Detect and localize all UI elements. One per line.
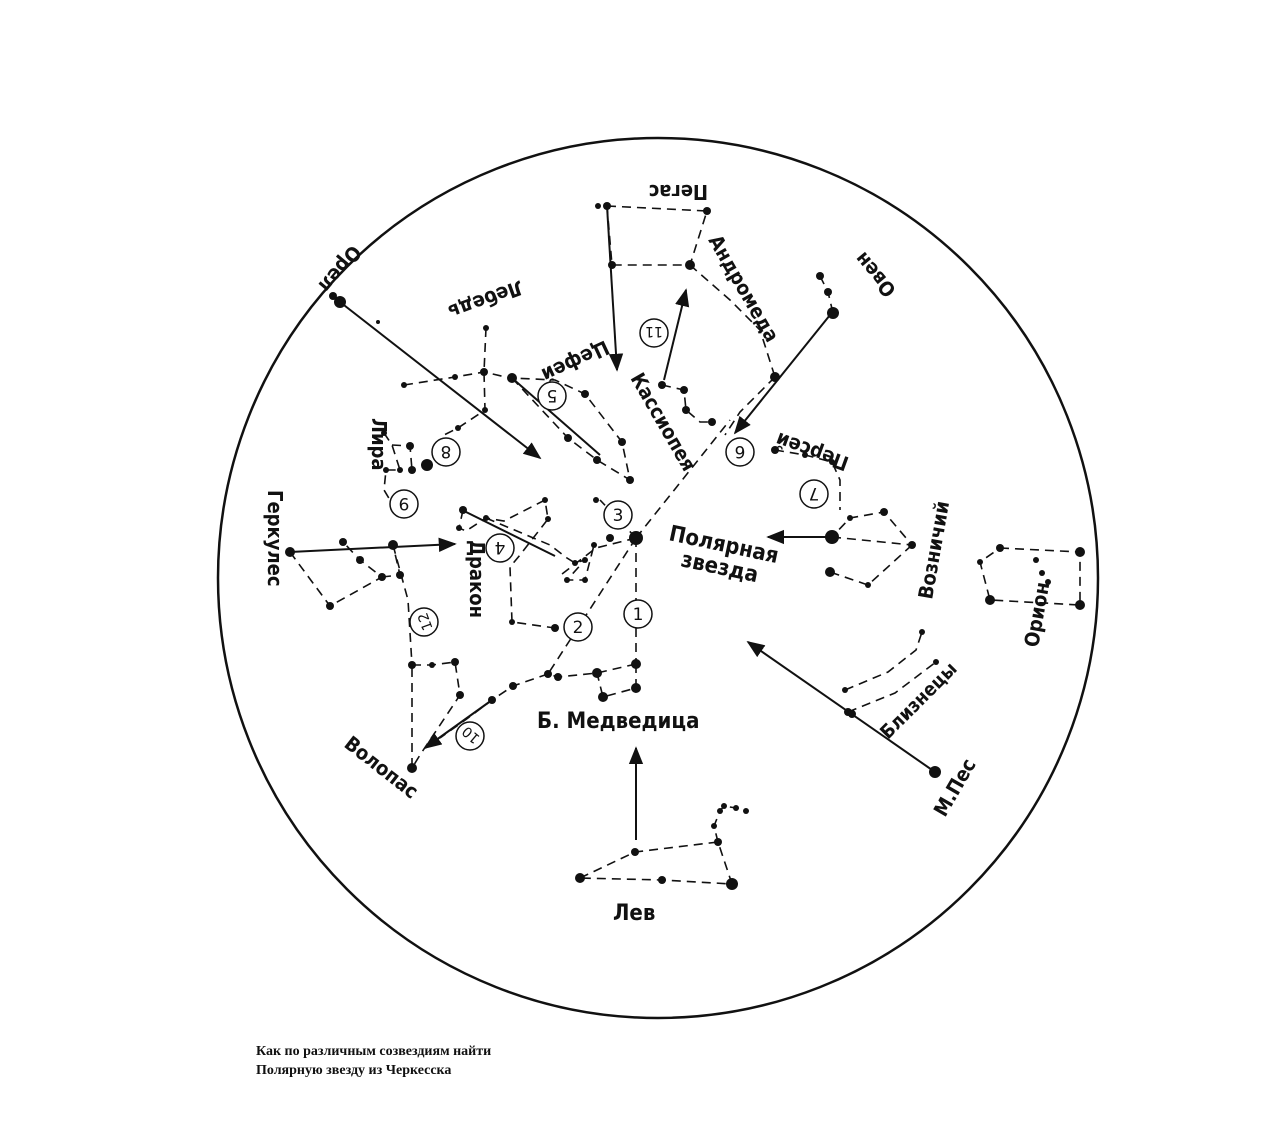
constellation-labels: Полярная звезда Б. Медведица Лев Волопас… [263,180,1054,926]
label-pegasus: Пегас [649,180,708,204]
svg-text:12: 12 [415,610,436,632]
label-orion: Орион [1019,580,1054,649]
route-1: 1 [623,599,653,629]
route-11: 11 [639,318,669,348]
svg-text:7: 7 [809,483,820,503]
route-9: 9 [389,489,419,519]
figure-caption: Как по различным созвездиям найти Полярн… [256,1042,491,1080]
label-leo: Лев [613,901,655,926]
route-10: 10 [455,721,485,751]
route-markers: 1 2 3 4 5 6 7 8 9 10 11 12 [389,318,829,751]
route-2: 2 [563,612,593,642]
label-cepheus: Цефей [538,335,613,387]
svg-text:1: 1 [633,605,644,625]
label-hercules: Геркулес [263,490,287,587]
svg-text:2: 2 [573,618,584,638]
label-auriga: Возничий [913,499,954,601]
svg-text:5: 5 [547,385,558,405]
label-canis-minor: М.Пес [929,754,981,820]
stars [285,202,1085,890]
label-aquila: Орел [314,241,367,297]
caption-line-1: Как по различным созвездиям найти [256,1044,492,1059]
svg-text:8: 8 [441,441,452,461]
svg-text:3: 3 [613,506,624,526]
polaris-star [629,531,643,545]
label-perseus: Персей [772,427,851,475]
route-7: 7 [799,479,829,509]
route-3: 3 [603,500,633,530]
svg-text:9: 9 [399,493,410,513]
route-6: 6 [725,437,755,467]
caption-line-2: Полярную звезду из Черкесска [256,1063,452,1078]
route-12: 12 [409,607,439,637]
route-5: 5 [537,381,567,411]
label-draco: Дракон [465,540,489,618]
sky-circle [216,136,1100,1020]
route-8: 8 [431,437,461,467]
label-lyra: Лира [367,418,391,471]
label-ursa-major: Б. Медведица [537,709,699,734]
label-cygnus: Лебедь [445,275,526,324]
svg-text:6: 6 [735,441,746,461]
svg-text:4: 4 [495,537,506,557]
svg-text:11: 11 [645,323,663,339]
label-aries: Овен [849,247,900,302]
route-4: 4 [485,533,515,563]
pointer-arrows [289,205,936,840]
